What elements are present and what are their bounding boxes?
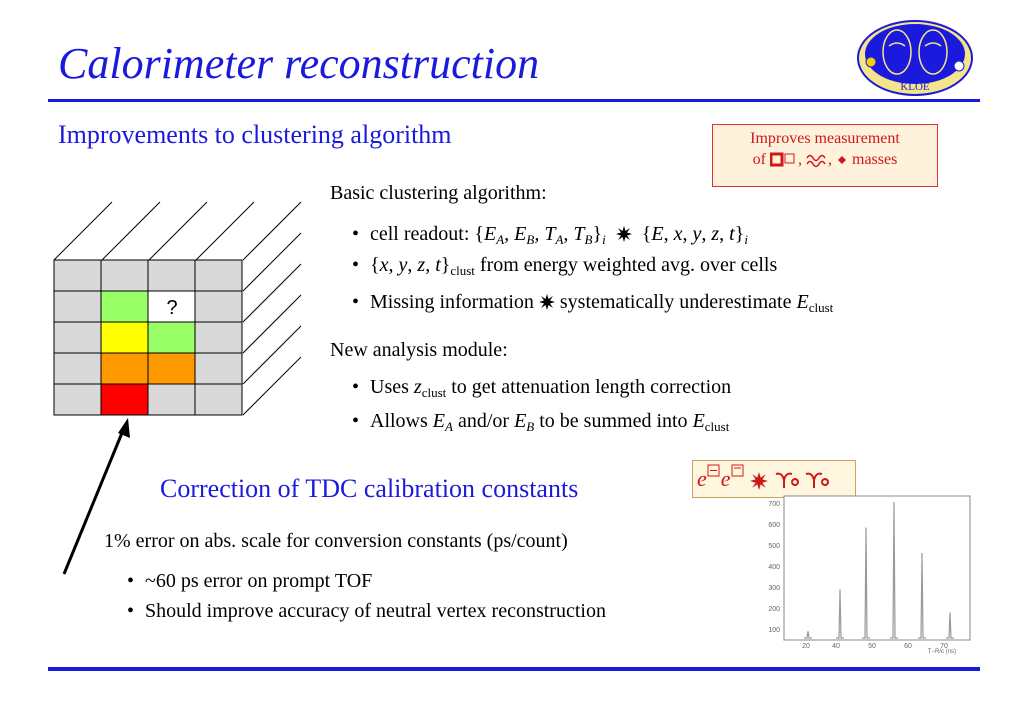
pointer-arrow	[62, 418, 130, 575]
calorimeter-cell	[100, 352, 149, 385]
calorimeter-cell	[194, 383, 243, 416]
implies-star-icon	[750, 471, 769, 490]
plot-frame	[783, 495, 971, 641]
histogram-peak	[918, 552, 926, 639]
calorimeter-cell	[53, 352, 102, 385]
gamma-gamma-icon	[775, 472, 829, 488]
calorimeter-cell	[147, 321, 196, 354]
tdc-bullet-1: •~60 ps error on prompt TOF	[127, 570, 373, 592]
calorimeter-cell	[100, 259, 149, 292]
calorimeter-cell	[194, 290, 243, 323]
kloe-logo: KLOE	[857, 20, 973, 96]
clustering-heading: Improvements to clustering algorithm	[58, 120, 452, 149]
x-tick-label: 20	[802, 643, 810, 650]
x-tick-label: 60	[904, 643, 912, 650]
wave-symbol-icon	[806, 155, 826, 168]
x-tick-label: 50	[868, 643, 876, 650]
page-title: Calorimeter reconstruction	[58, 39, 540, 88]
callout-line2: of , , masses	[752, 151, 898, 168]
square-symbol-icon	[770, 152, 795, 167]
calorimeter-cell	[100, 321, 149, 354]
calorimeter-cell	[147, 259, 196, 292]
calorimeter-cell-grid: ?	[53, 201, 302, 416]
tdc-bullet-2: •Should improve accuracy of neutral vert…	[127, 600, 606, 622]
y-tick-label: 700	[768, 501, 780, 508]
plus-box-icon	[707, 464, 720, 477]
calorimeter-cell	[194, 352, 243, 385]
calorimeter-cell	[194, 321, 243, 354]
calorimeter-cell	[53, 259, 102, 292]
implies-star-icon	[615, 226, 632, 242]
calorimeter-cell	[194, 259, 243, 292]
basic-bullet-1: •cell readout: {EA, EB, TA, TB}i {E, x, …	[352, 223, 748, 247]
y-tick-label: 100	[768, 627, 780, 634]
diamond-symbol-icon	[838, 156, 846, 165]
y-tick-label: 200	[768, 606, 780, 613]
minus-box-icon	[731, 464, 744, 477]
y-tick-label: 400	[768, 564, 780, 571]
calorimeter-cell	[147, 383, 196, 416]
calorimeter-cell	[53, 290, 102, 323]
x-axis-label: T−R/c (ns)	[928, 649, 956, 655]
x-tick-label: 70	[940, 643, 948, 650]
y-tick-label: 600	[768, 522, 780, 529]
calorimeter-cell	[100, 383, 149, 416]
perspective-lines	[53, 201, 302, 416]
histogram-peak	[890, 501, 898, 639]
x-tick-label: 40	[832, 643, 840, 650]
footer-rule	[48, 667, 980, 671]
svg-text:KLOE: KLOE	[900, 81, 930, 93]
y-tick-label: 300	[768, 585, 780, 592]
calorimeter-cell	[100, 290, 149, 323]
histogram-peak	[836, 589, 844, 639]
tof-histogram: 700 600 500 400 300 200 100 20 40 50 60 70 T−R/c (…	[768, 495, 971, 655]
calorimeter-cell	[53, 321, 102, 354]
title-rule	[48, 99, 980, 102]
unknown-cell-question-mark: ?	[166, 297, 177, 319]
calorimeter-cell	[53, 383, 102, 416]
callout-line1: Improves measurement	[750, 130, 900, 147]
new-module-heading: New analysis module:	[330, 339, 508, 361]
calorimeter-cell	[147, 352, 196, 385]
histogram-peak	[862, 527, 870, 639]
basic-clustering-heading: Basic clustering algorithm:	[330, 182, 547, 204]
implies-star-icon	[538, 294, 555, 310]
y-tick-label: 500	[768, 543, 780, 550]
tdc-heading: Correction of TDC calibration constants	[160, 474, 579, 503]
basic-bullet-3: •Missing information systematically unde…	[352, 291, 834, 315]
newmod-bullet-1: •Uses zclust to get attenuation length c…	[352, 376, 732, 400]
histogram-peak	[804, 631, 812, 639]
basic-bullet-2: •{x, y, z, t}clust from energy weighted …	[352, 254, 778, 278]
tdc-error-line: 1% error on abs. scale for conversion co…	[104, 530, 568, 552]
newmod-bullet-2: •Allows EA and/or EB to be summed into E…	[352, 410, 730, 434]
histogram-peak	[946, 612, 954, 639]
callout-box: Improves measurement of , , masses	[712, 124, 938, 187]
